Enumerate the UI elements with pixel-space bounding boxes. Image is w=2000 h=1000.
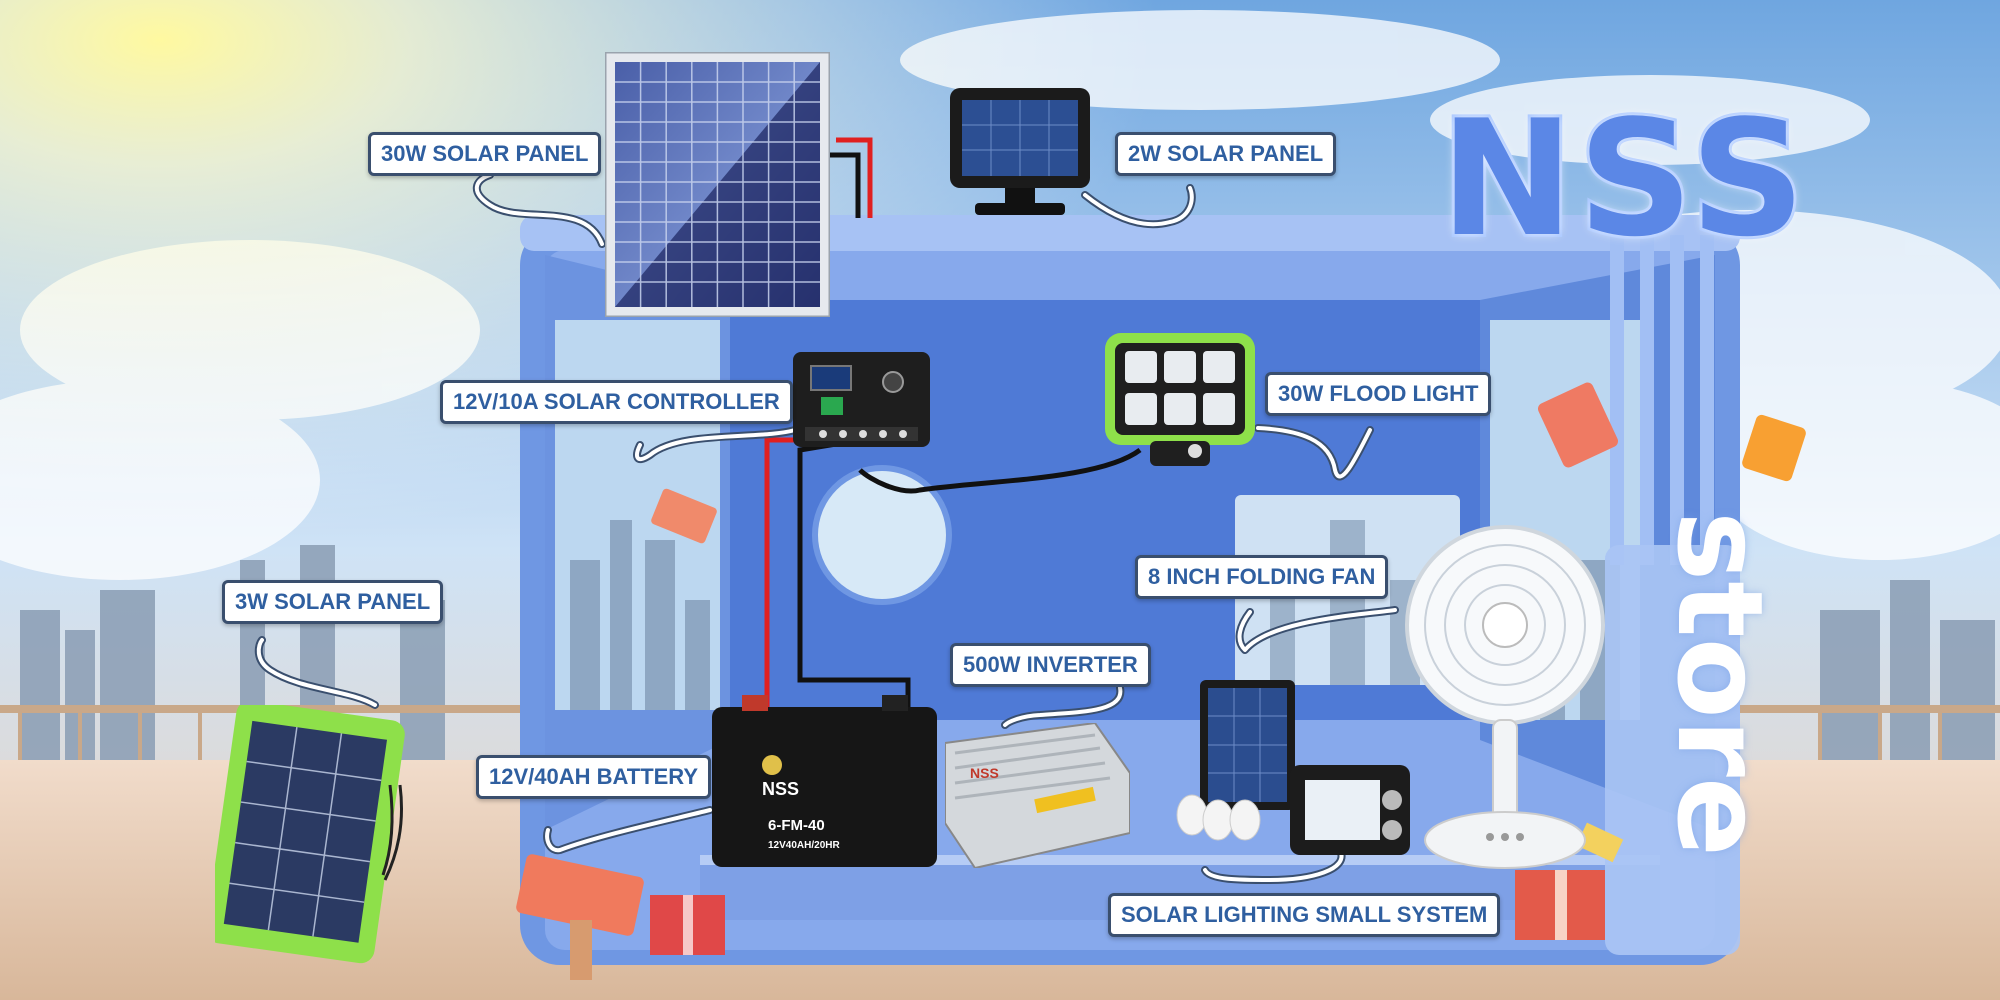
solar-lighting-system-image [1176, 680, 1410, 855]
battery-brand-text: NSS [762, 779, 799, 799]
inverter-image: NSS [945, 723, 1130, 868]
label-30w-solar-panel: 30W SOLAR PANEL [368, 132, 602, 176]
label-3w-solar-panel: 3W SOLAR PANEL [222, 580, 444, 624]
brand-logo: NSS [1437, 82, 1810, 275]
label-2w-solar-panel: 2W SOLAR PANEL [1115, 132, 1337, 176]
label-folding-fan: 8 INCH FOLDING FAN [1135, 555, 1389, 599]
inverter-brand-text: NSS [970, 765, 999, 781]
label-flood-light: 30W FLOOD LIGHT [1265, 372, 1492, 416]
folding-fan-image [1405, 525, 1605, 869]
solar-panel-2w-image [950, 88, 1090, 215]
label-solar-controller: 12V/10A SOLAR CONTROLLER [440, 380, 793, 424]
solar-panel-30w-image [605, 52, 830, 317]
battery-image: NSS 6-FM-40 12V40AH/20HR [712, 695, 937, 867]
solar-panel-3w-image [215, 705, 405, 964]
store-sign: store [1651, 511, 1789, 857]
flood-light-image [1105, 333, 1255, 466]
label-battery: 12V/40AH BATTERY [476, 755, 712, 799]
label-solar-lighting-system: SOLAR LIGHTING SMALL SYSTEM [1108, 893, 1501, 937]
solar-controller-image [793, 352, 930, 447]
battery-spec-text: 12V40AH/20HR [768, 840, 840, 851]
battery-model-text: 6-FM-40 [768, 817, 825, 834]
label-inverter: 500W INVERTER [950, 643, 1151, 687]
